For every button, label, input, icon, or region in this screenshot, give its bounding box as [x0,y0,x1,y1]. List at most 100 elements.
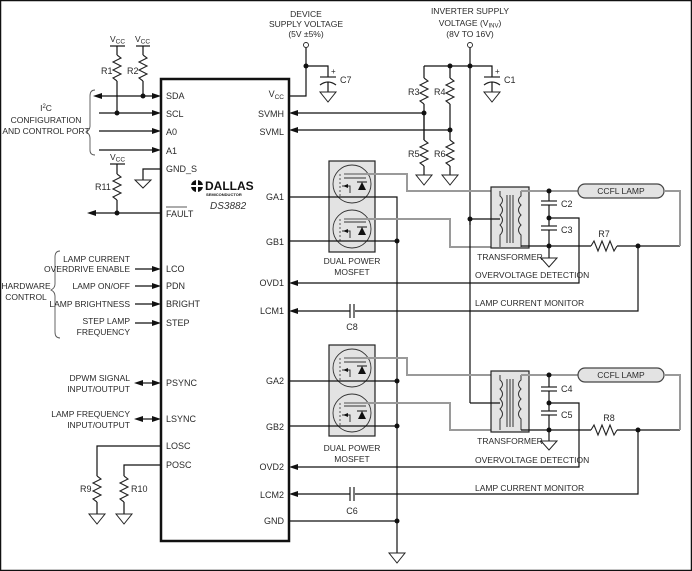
pin-posc: POSC [166,460,192,470]
c3-label: C3 [561,225,573,235]
pin-sda: SDA [166,91,185,101]
r8-resistor [590,423,618,437]
lco-desc-2: OVERDRIVE ENABLE [44,264,130,274]
pin-fault: FAULT [166,209,194,219]
vcc-r1: VCC [110,34,125,46]
part-number: DS3882 [210,201,247,212]
pin-gnd: GND [264,516,285,526]
hw-label-line1: HARDWARE [1,281,51,291]
ccfl-lamp-1-label: CCFL LAMP [597,186,645,196]
i2c-label-line1: I2C [40,103,52,113]
left-pin-labels: SDA SCL A0 A1 GND_S FAULT LCO PDN BRIGHT… [166,91,201,470]
pdn-desc: LAMP ON/OFF [73,281,130,291]
gnd-s-ground-icon [133,179,153,189]
lsync-desc-1: LAMP FREQUENCY [51,409,130,419]
mosfet-1-label-1: DUAL POWER [324,256,381,266]
channel-1: DUAL POWER MOSFET TRANSFORMER C2 C3 [289,160,681,332]
mosfet-2-label-1: DUAL POWER [324,443,381,453]
step-desc-1: STEP LAMP [82,316,130,326]
r10-resistor [118,475,130,503]
ic-body [159,77,291,543]
pin-ga1: GA1 [266,192,284,202]
c6-label: C6 [346,506,358,516]
c7-label: C7 [340,75,352,85]
r1-resistor [111,54,123,82]
c4-label: C4 [561,384,573,394]
c7-plus: + [331,67,336,76]
inv-supply-2: VOLTAGE (VINV) [439,18,502,30]
r11-label: R11 [95,182,111,192]
r9-label: R9 [80,484,92,494]
i2c-section: VCC VCC R1 R2 I2C CONFIGURATION AND CON [2,34,161,216]
r10-ground-icon [114,513,134,525]
pin-gb1: GB1 [266,237,284,247]
r9-resistor [91,475,103,503]
pin-gb2: GB2 [266,422,284,432]
ccfl-lamp-2-label: CCFL LAMP [597,370,645,380]
r9-ground-icon [87,513,107,525]
c1-plus: + [495,67,500,76]
pin-psync: PSYNC [166,378,198,388]
mosfet-1 [328,160,376,253]
r6-resistor [444,139,456,167]
dev-supply-2: SUPPLY VOLTAGE [269,19,343,29]
transformer-2-label: TRANSFORMER [477,436,543,446]
lcm-1-label: LAMP CURRENT MONITOR [475,298,584,308]
r6-ground-icon [440,174,460,186]
ovd-2-label: OVERVOLTAGE DETECTION [475,455,589,465]
c3-ground-icon [539,257,559,268]
pin-lco: LCO [166,264,185,274]
i2c-label-line3: AND CONTROL PORT [2,126,89,136]
transformer-2-primary [499,375,503,430]
inverter-supply-section: INVERTER SUPPLY VOLTAGE (VINV) (8V TO 16… [289,6,516,225]
c5-label: C5 [561,410,573,420]
vcc-r2: VCC [135,34,150,46]
pin-gnd-s: GND_S [166,164,197,174]
pin-ga2: GA2 [266,376,284,386]
r3-resistor [418,77,430,105]
pin-losc: LOSC [166,441,191,451]
mosfet-2b-icon [332,393,372,433]
r8-label: R8 [603,413,615,423]
inv-supply-3: (8V TO 16V) [446,29,494,39]
bright-desc: LAMP BRIGHTNESS [49,299,130,309]
inv-supply-1: INVERTER SUPPLY [431,6,509,16]
r5-label: R5 [408,149,420,159]
r7-resistor [590,239,618,253]
inv-supply-terminal [467,42,473,48]
mosfet-2-label-2: MOSFET [334,454,369,464]
pin-step: STEP [166,318,190,328]
i2c-brace [84,89,96,156]
pin-ovd2: OVD2 [259,462,284,472]
ovd-1-label: OVERVOLTAGE DETECTION [475,270,589,280]
mosfet-1b-icon [332,209,372,249]
lsync-desc-2: INPUT/OUTPUT [67,420,130,430]
r11-resistor [111,173,123,201]
step-desc-2: FREQUENCY [77,327,131,337]
pin-pdn: PDN [166,281,185,291]
mosfet-2a-icon [332,348,372,388]
psync-desc-1: DPWM SIGNAL [70,373,131,383]
r5-resistor [418,139,430,167]
brand-sub: SEMICONDUCTOR [206,192,242,197]
r2-label: R2 [127,66,139,76]
lcm-2-label: LAMP CURRENT MONITOR [475,483,584,493]
vcc-r11: VCC [110,152,125,164]
hw-label-line2: CONTROL [5,292,47,302]
transformer-2-secondary [518,375,522,430]
pin-ovd1: OVD1 [259,278,284,288]
pin-lcm2: LCM2 [260,490,284,500]
transformer-1-label: TRANSFORMER [477,252,543,262]
c2-label: C2 [561,199,573,209]
transformer-1-secondary [518,191,522,247]
r1-label: R1 [101,66,113,76]
mosfet-1a-icon [332,164,372,204]
pin-a0: A0 [166,127,177,137]
dev-supply-terminal [303,42,309,48]
pin-a1: A1 [166,146,177,156]
pin-svmh: SVMH [258,109,284,119]
right-pin-labels: VCC SVMH SVML GA1 GB1 OVD1 LCM1 GA2 GB2 … [258,89,285,526]
r6-label: R6 [434,149,446,159]
i2c-label-line2: CONFIGURATION [11,115,82,125]
